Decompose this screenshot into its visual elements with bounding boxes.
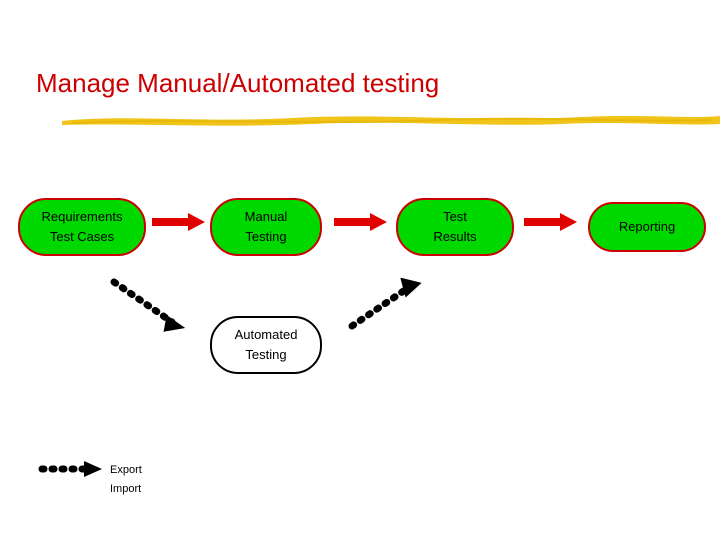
legend-labels: Export Import [110,461,142,500]
connector-results-to-reporting-arrow [524,213,577,231]
node-manual-testing-line2: Testing [245,229,287,244]
node-reporting[interactable]: Reporting [588,202,706,252]
node-requirements-line1: Requirements [41,208,123,224]
node-manual-testing[interactable]: Manual Testing [210,198,322,256]
connector-automated-to-results-dotted-arrow [348,278,422,330]
node-test-results[interactable]: Test Results [396,198,514,256]
title-underline-decoration [62,116,720,126]
node-automated-testing-line2: Testing [245,347,287,362]
node-automated-testing-line1: Automated [234,326,298,342]
legend-label-import: Import [110,483,142,496]
node-automated-testing[interactable]: Automated Testing [210,316,322,374]
node-requirements[interactable]: Requirements Test Cases [18,198,146,256]
node-test-results-line1: Test [443,208,467,224]
node-reporting-line1: Reporting [618,218,676,234]
node-test-results-line2: Results [433,229,477,244]
legend-label-export: Export [110,464,142,476]
connector-requirements-to-automated-dotted-arrow [110,278,186,332]
node-requirements-line2: Test Cases [49,229,115,244]
node-manual-testing-line1: Manual [244,208,288,224]
page-title: Manage Manual/Automated testing [36,68,440,98]
legend-dotted-arrow-icon [38,461,102,477]
connector-manual-to-results-arrow [334,213,387,231]
connector-requirements-to-manual-arrow [152,213,205,231]
